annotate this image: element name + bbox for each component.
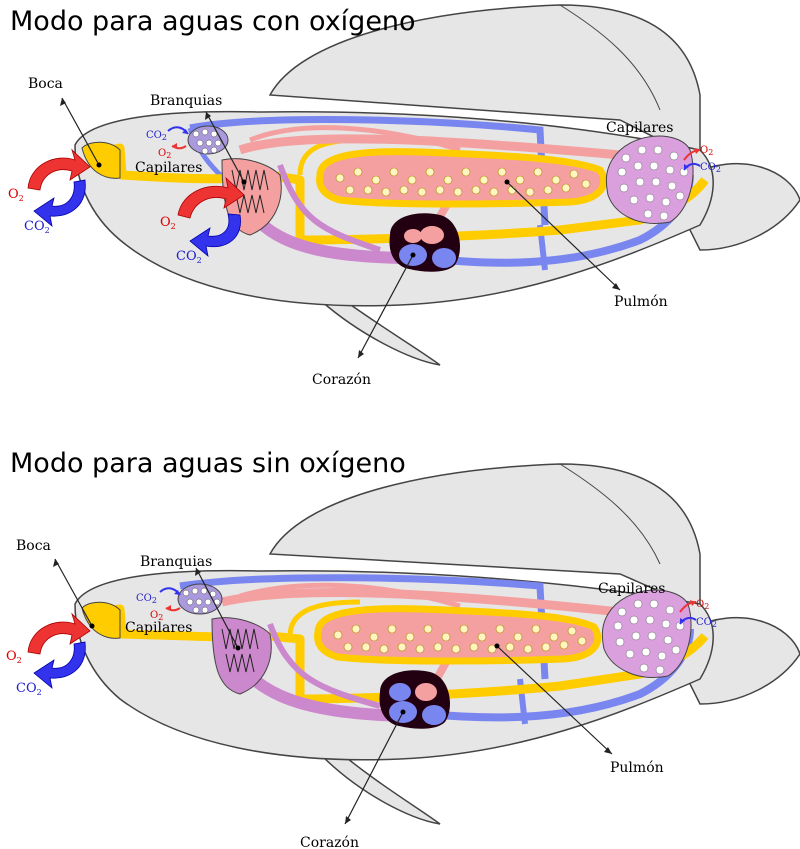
label-branquias: Branquias <box>140 554 212 570</box>
label-capilares-left: Capilares <box>125 620 192 636</box>
gas-co2-capillaries-left: CO2 <box>136 593 157 605</box>
label-boca: Boca <box>16 538 51 554</box>
gas-o2-capillaries-right: O2 <box>696 599 709 611</box>
label-capilares-right: Capilares <box>598 581 665 597</box>
label-pulmon: Pulmón <box>610 760 664 776</box>
gas-o2-mouth: O2 <box>8 187 24 203</box>
title-without-oxygen: Modo para aguas sin oxígeno <box>10 448 406 479</box>
gas-co2-gills: CO2 <box>176 249 202 265</box>
co2-out-arrow-mouth <box>33 641 86 690</box>
fish-diagram-without-oxygen: Boca Branquias Capilares Capilares Pulmó… <box>6 463 800 849</box>
dorsal-fin <box>268 463 701 611</box>
lung <box>316 148 608 208</box>
title-with-oxygen: Modo para aguas con oxígeno <box>10 6 416 37</box>
label-branquias: Branquias <box>150 93 222 109</box>
label-pulmon: Pulmón <box>614 294 668 310</box>
gas-co2-mouth: CO2 <box>16 681 42 697</box>
gas-co2-capillaries-right: CO2 <box>700 162 721 174</box>
panel-with-oxygen: Boca Branquias Capilares Capilares Pulmó… <box>0 0 800 424</box>
gas-o2-gills: O2 <box>160 215 176 231</box>
o2-in-arrow-mouth <box>27 148 91 191</box>
gas-co2-capillaries-left: CO2 <box>146 130 167 142</box>
co2-out-arrow-mouth <box>33 179 86 228</box>
label-boca: Boca <box>28 76 63 92</box>
panel-without-oxygen: Boca Branquias Capilares Capilares Pulmó… <box>0 424 800 849</box>
gas-co2-capillaries-right: CO2 <box>696 617 717 629</box>
label-capilares-right: Capilares <box>606 120 673 136</box>
label-corazon: Corazón <box>312 372 371 388</box>
fish-diagram-with-oxygen: Boca Branquias Capilares Capilares Pulmó… <box>8 4 800 388</box>
vein-dorsal <box>189 116 549 226</box>
artery-pink <box>238 134 621 160</box>
o2-in-arrow-mouth <box>27 612 91 655</box>
dorsal-fin <box>268 4 701 162</box>
label-capilares-left: Capilares <box>135 160 202 176</box>
o2-in-arrow-gills <box>177 176 245 219</box>
gas-co2-mouth: CO2 <box>24 219 50 235</box>
co2-out-arrow-gills <box>189 213 241 258</box>
artery-pink <box>220 588 621 617</box>
gas-o2-capillaries-left: O2 <box>158 148 171 160</box>
gas-o2-capillaries-left: O2 <box>150 610 163 622</box>
gas-o2-capillaries-right: O2 <box>700 145 713 157</box>
vein-dorsal <box>179 574 549 680</box>
gas-o2-mouth: O2 <box>6 649 22 665</box>
pelvic-fin <box>318 289 441 366</box>
label-corazon: Corazón <box>300 835 359 849</box>
